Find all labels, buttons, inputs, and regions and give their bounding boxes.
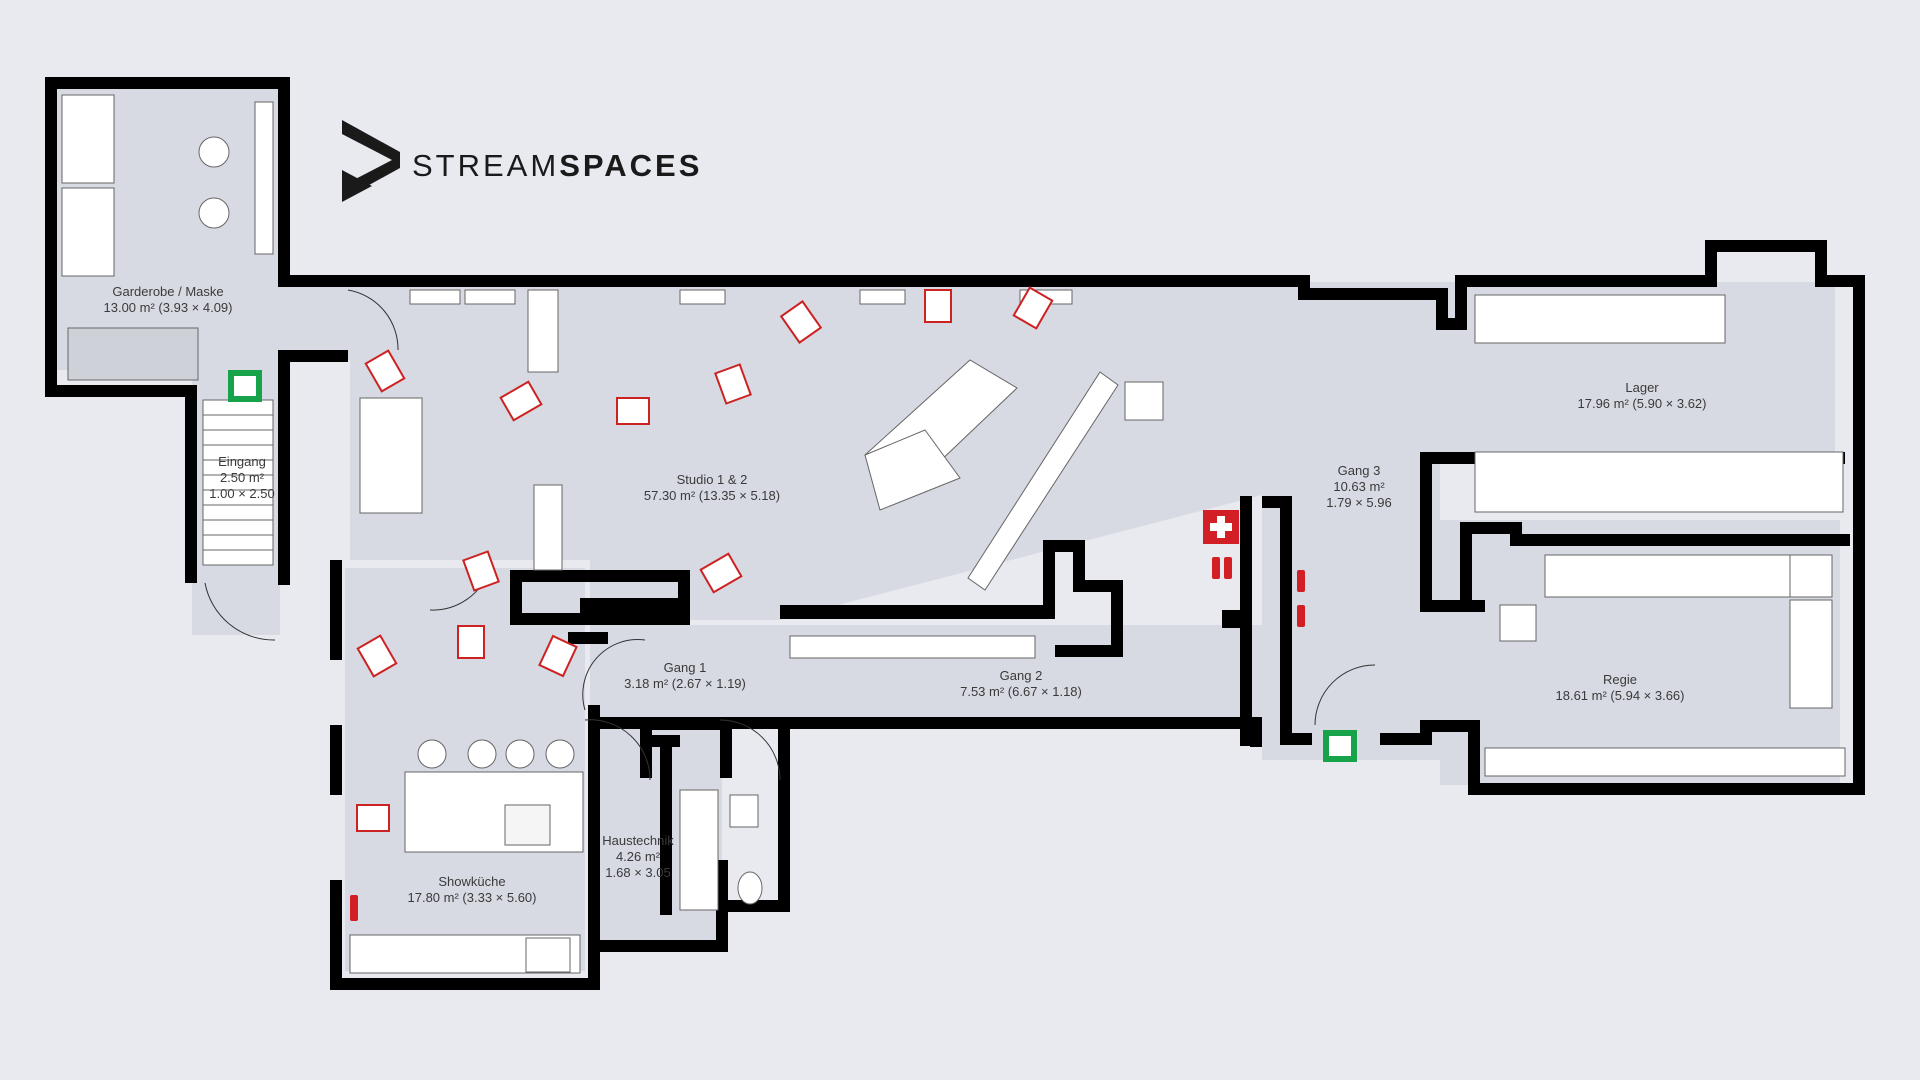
fire-extinguisher-icon <box>1297 570 1305 592</box>
wardrobe <box>254 101 274 255</box>
stool <box>198 197 230 229</box>
svg-text:STREAMSPACES: STREAMSPACES <box>412 148 702 183</box>
sink <box>525 937 571 973</box>
control-desk <box>1544 554 1791 598</box>
fire-extinguisher-icon <box>1224 557 1232 579</box>
room-name: Regie <box>1603 672 1637 687</box>
fire-extinguishers <box>350 557 1305 921</box>
bar-stool <box>467 739 497 769</box>
studio-light-icon <box>779 300 823 344</box>
sofa <box>359 397 423 514</box>
room-dims: 1.79 × 5.96 <box>1326 495 1391 510</box>
studio-light-icon <box>356 634 398 678</box>
bar-stool <box>545 739 575 769</box>
room-area: 10.63 m² <box>1333 479 1385 494</box>
shelf <box>1484 747 1846 777</box>
room-name: Studio 1 & 2 <box>677 472 748 487</box>
brand-logo: STREAMSPACES <box>342 120 702 202</box>
studio-light-icon <box>616 397 650 425</box>
room-dims: 1.68 × 3.05 <box>605 865 670 880</box>
exit-sign-left <box>228 370 262 402</box>
floors <box>55 88 1840 971</box>
toilet <box>737 871 763 905</box>
fire-extinguisher-icon <box>1212 557 1220 579</box>
storage-shelf <box>1474 294 1726 344</box>
cooktop <box>504 804 551 846</box>
room-dims: 1.00 × 2.50 <box>209 486 274 501</box>
cabinet-row <box>789 635 1036 659</box>
room-area: 18.61 m² (5.94 × 3.66) <box>1556 688 1685 703</box>
room-name: Garderobe / Maske <box>112 284 223 299</box>
studio-light-icon <box>714 363 752 405</box>
room-name: Gang 1 <box>664 660 707 675</box>
radiator <box>679 289 726 305</box>
fire-extinguisher-icon <box>1297 605 1305 627</box>
radiator <box>859 289 906 305</box>
ramp <box>864 429 961 511</box>
room-area: 57.30 m² (13.35 × 5.18) <box>644 488 780 503</box>
room-area: 13.00 m² (3.93 × 4.09) <box>104 300 233 315</box>
room-labels: Garderobe / Maske 13.00 m² (3.93 × 4.09)… <box>104 284 1707 905</box>
shelving <box>679 789 719 911</box>
walls <box>45 77 1865 990</box>
room-name: Gang 3 <box>1338 463 1381 478</box>
radiator <box>464 289 516 305</box>
studio-lights <box>356 286 1054 832</box>
floor-gang3 <box>1262 282 1480 760</box>
studio-light-icon <box>538 634 578 678</box>
room-name: Lager <box>1625 380 1659 395</box>
logo-text-bold: SPACES <box>559 148 702 183</box>
box <box>1124 381 1164 421</box>
bar-stool <box>505 739 535 769</box>
furniture <box>61 94 1846 974</box>
stool <box>198 136 230 168</box>
toilet-sink <box>729 794 759 828</box>
logo-text-light: STREAM <box>412 148 559 183</box>
studio-light-icon <box>699 552 743 594</box>
studio-light-icon <box>356 804 390 832</box>
room-name: Gang 2 <box>1000 668 1043 683</box>
radiator <box>409 289 461 305</box>
room-name: Showküche <box>438 874 505 889</box>
room-area: 3.18 m² (2.67 × 1.19) <box>624 676 746 691</box>
rug <box>67 327 199 381</box>
studio-light-icon <box>457 625 485 659</box>
room-area: 17.80 m² (3.33 × 5.60) <box>408 890 537 905</box>
studio-light-icon <box>499 380 543 422</box>
room-name: Eingang <box>218 454 266 469</box>
room-area: 4.26 m² <box>616 849 661 864</box>
exit-sign-right <box>1323 730 1357 762</box>
room-area: 17.96 m² (5.90 × 3.62) <box>1578 396 1707 411</box>
studio-light-icon <box>462 550 500 592</box>
makeup-desk <box>61 187 115 277</box>
room-area: 2.50 m² <box>220 470 265 485</box>
kitchen-island <box>404 771 584 853</box>
room-name: Haustechnik <box>602 833 674 848</box>
bar-stool <box>417 739 447 769</box>
studio-light-icon <box>364 349 406 393</box>
bleacher-bench <box>967 371 1119 591</box>
staircase <box>202 399 274 566</box>
studio-light-icon <box>1012 286 1054 330</box>
makeup-desk <box>61 94 115 184</box>
storage-shelf <box>1474 451 1844 513</box>
studio-light-icon <box>924 289 952 323</box>
fire-extinguisher-icon <box>350 895 358 921</box>
room-area: 7.53 m² (6.67 × 1.18) <box>960 684 1082 699</box>
first-aid-sign <box>1203 510 1239 544</box>
